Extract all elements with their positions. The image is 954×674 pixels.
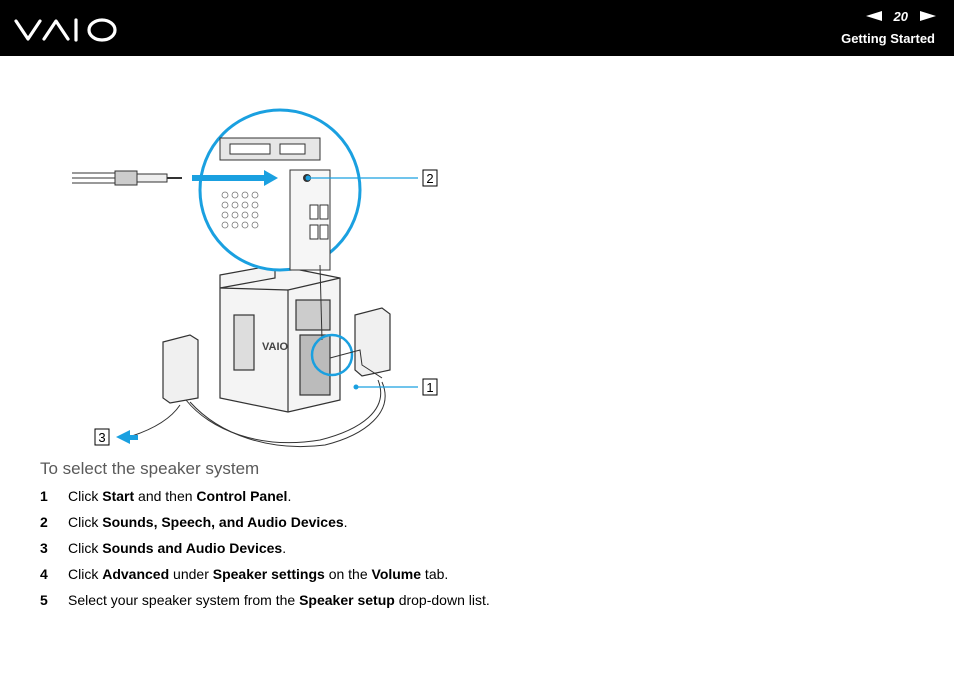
step-text-fragment: under	[169, 566, 213, 582]
step-text: Click Sounds and Audio Devices.	[68, 539, 286, 565]
step-number: 1	[40, 488, 48, 504]
callout-1: 1	[422, 378, 438, 396]
step-text-fragment: Select your speaker system from the	[68, 592, 300, 608]
callout-2: 2	[422, 169, 438, 187]
ui-term: Speaker setup	[299, 592, 395, 608]
step-text-fragment: .	[282, 540, 287, 556]
step-text-fragment: Click	[68, 514, 103, 530]
ui-term: Sounds, Speech, and Audio Devices	[102, 514, 344, 530]
speaker-connection-illustration: VAIO	[60, 100, 460, 460]
callout-3: 3	[94, 428, 110, 446]
step-text-fragment: on the	[324, 566, 372, 582]
ui-term: Speaker settings	[212, 566, 325, 582]
step-text-fragment: and then	[134, 488, 197, 504]
step-number: 3	[40, 540, 48, 556]
step-text: Click Sounds, Speech, and Audio Devices.	[68, 513, 348, 539]
right-arrow-icon[interactable]	[920, 11, 936, 21]
step-text-fragment: drop-down list.	[394, 592, 490, 608]
step-item: 1 Click Start and then Control Panel.	[40, 487, 490, 513]
page-number: 20	[893, 8, 908, 24]
step-item: 5 Select your speaker system from the Spe…	[40, 591, 490, 617]
callout-3-label: 3	[98, 430, 105, 445]
step-text-fragment: tab.	[421, 566, 449, 582]
step-text-fragment: Click	[68, 566, 103, 582]
vaio-logo	[14, 14, 124, 49]
ui-term: Advanced	[102, 566, 170, 582]
step-item: 4 Click Advanced under Speaker settings o…	[40, 565, 490, 591]
step-text: Click Advanced under Speaker settings on…	[68, 565, 448, 591]
step-text-fragment: Click	[68, 540, 103, 556]
ui-term: Volume	[371, 566, 422, 582]
callout-1-label: 1	[426, 380, 433, 395]
step-text-fragment: .	[343, 514, 348, 530]
ui-term: Control Panel	[196, 488, 288, 504]
callout-2-label: 2	[426, 171, 433, 186]
step-item: 3 Click Sounds and Audio Devices.	[40, 539, 490, 565]
step-text: Click Start and then Control Panel.	[68, 487, 291, 513]
svg-text:VAIO: VAIO	[262, 341, 289, 353]
step-text-fragment: Click	[68, 488, 103, 504]
page-navigator: 20	[865, 8, 936, 24]
step-number: 5	[40, 592, 48, 608]
section-title: Getting Started	[841, 31, 935, 46]
step-number: 2	[40, 514, 48, 530]
step-text: Select your speaker system from the Spea…	[68, 591, 490, 617]
ui-term: Sounds and Audio Devices	[102, 540, 283, 556]
page-header: 20 Getting Started	[0, 0, 954, 56]
ui-term: Start	[102, 488, 135, 504]
left-arrow-icon[interactable]	[865, 11, 882, 21]
procedure-heading: To select the speaker system	[40, 459, 260, 478]
step-text-fragment: .	[287, 488, 292, 504]
step-item: 2 Click Sounds, Speech, and Audio Devices…	[40, 513, 490, 539]
step-number: 4	[40, 566, 48, 582]
